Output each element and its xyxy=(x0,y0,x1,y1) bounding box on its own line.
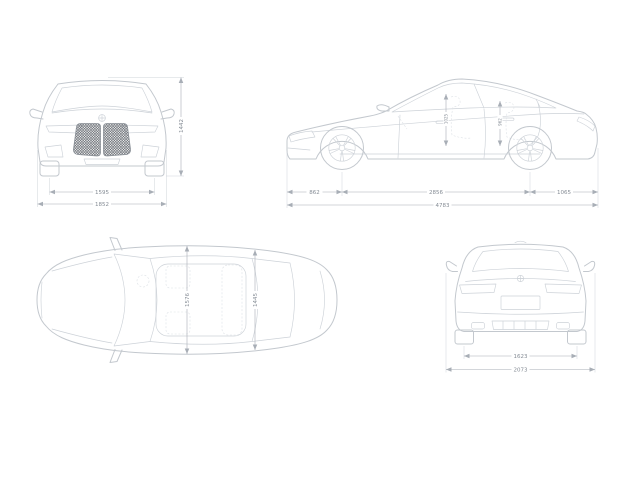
top-dimensions: 1576 1445 xyxy=(183,245,259,355)
front-intake-right xyxy=(140,144,160,158)
rear-exhaust-left xyxy=(471,322,485,330)
top-steering-wheel xyxy=(136,274,150,288)
rear-extension-lines xyxy=(445,273,596,373)
rear-bmw-roundel-icon xyxy=(516,274,525,283)
side-front-overhang-dim-label: 862 xyxy=(306,188,323,196)
svg-text:2073: 2073 xyxy=(514,368,528,374)
top-mirror-left xyxy=(109,237,123,251)
svg-text:1595: 1595 xyxy=(95,190,109,196)
front-body-outline xyxy=(37,80,167,167)
side-interior-seats xyxy=(397,96,526,140)
front-trim-lines xyxy=(51,108,153,165)
front-mirror-left xyxy=(29,108,44,120)
front-width-dim-label: 1852 xyxy=(93,200,111,208)
front-extension-lines xyxy=(37,77,184,207)
side-taillight xyxy=(576,116,596,132)
front-view: 1595 1852 1442 xyxy=(29,77,185,208)
rear-tire-left xyxy=(454,329,474,345)
front-grille-right xyxy=(103,123,131,157)
front-height-dim-label: 1442 xyxy=(177,117,185,135)
svg-text:1442: 1442 xyxy=(179,119,185,133)
side-character-line xyxy=(287,113,585,151)
front-tire-right xyxy=(144,160,165,177)
rear-license-plate xyxy=(500,295,541,310)
svg-text:2856: 2856 xyxy=(429,190,443,196)
svg-text:1576: 1576 xyxy=(185,293,191,307)
top-seat-front-left xyxy=(165,265,191,289)
side-view: 1025 962 862 2856 1065 xyxy=(286,78,599,209)
front-grille-left xyxy=(73,123,101,157)
side-windows xyxy=(391,82,557,113)
svg-text:1852: 1852 xyxy=(95,202,109,208)
top-cabin-front-dim-label: 1576 xyxy=(183,291,191,309)
svg-text:1623: 1623 xyxy=(514,354,528,360)
side-rear-wheel xyxy=(508,126,552,170)
side-door-lines xyxy=(339,102,541,159)
rear-tire-right xyxy=(567,329,587,345)
side-front-wheel xyxy=(320,126,364,170)
rear-dimensions: 1623 2073 xyxy=(445,273,596,374)
side-wheelbase-dim-label: 2856 xyxy=(427,188,445,196)
side-rear-overhang-dim-label: 1065 xyxy=(555,188,573,196)
rear-exhaust-right xyxy=(556,322,570,330)
top-mirror-right xyxy=(109,349,123,363)
front-mirror-right xyxy=(160,108,175,120)
front-intake-left xyxy=(44,144,64,158)
top-panel-lines xyxy=(40,256,325,344)
side-cabin-rear-dim-label: 962 xyxy=(497,115,503,129)
rear-window xyxy=(472,248,569,272)
side-length-dim-label: 4783 xyxy=(433,201,452,209)
side-door-handle-rear xyxy=(501,117,515,121)
side-mirror xyxy=(376,104,390,112)
top-cabin-rear-dim-label: 1445 xyxy=(251,291,259,309)
top-body-outline xyxy=(36,245,338,355)
front-windshield xyxy=(51,84,153,113)
svg-text:1445: 1445 xyxy=(253,293,259,307)
front-tire-left xyxy=(39,160,60,177)
svg-text:4783: 4783 xyxy=(436,203,450,209)
front-track-dim-label: 1595 xyxy=(93,188,111,196)
top-seat-front-right xyxy=(165,311,191,335)
svg-text:1025: 1025 xyxy=(444,113,449,124)
rear-mirror-width-dim-label: 2073 xyxy=(511,365,530,374)
top-view: 1576 1445 xyxy=(36,237,338,363)
rear-diffuser xyxy=(491,320,550,330)
svg-text:862: 862 xyxy=(309,190,320,196)
top-glass-lines xyxy=(113,253,295,347)
front-bmw-roundel-icon xyxy=(98,114,106,122)
top-interior-seats xyxy=(136,264,243,336)
side-headlight xyxy=(288,130,316,143)
side-cabin-dimensions: 1025 962 xyxy=(443,93,503,147)
rear-taillight-left xyxy=(459,283,497,294)
rear-body-outline xyxy=(454,243,587,332)
rear-mirror-right xyxy=(583,260,596,272)
front-dimensions: 1595 1852 1442 xyxy=(37,77,185,208)
rear-track-dim-label: 1623 xyxy=(511,352,530,360)
svg-text:962: 962 xyxy=(498,118,503,126)
rear-mirror-left xyxy=(445,260,458,272)
side-cabin-front-dim-label: 1025 xyxy=(443,112,449,126)
side-extension-lines xyxy=(286,148,599,208)
rear-taillight-right xyxy=(544,283,582,294)
side-body-outline xyxy=(286,78,598,160)
side-dimensions: 862 2856 1065 4783 xyxy=(286,148,599,209)
svg-text:1065: 1065 xyxy=(557,190,571,196)
rear-view: 1623 2073 xyxy=(445,240,596,374)
top-roof-glass xyxy=(155,263,247,337)
top-rear-bench xyxy=(221,264,243,336)
